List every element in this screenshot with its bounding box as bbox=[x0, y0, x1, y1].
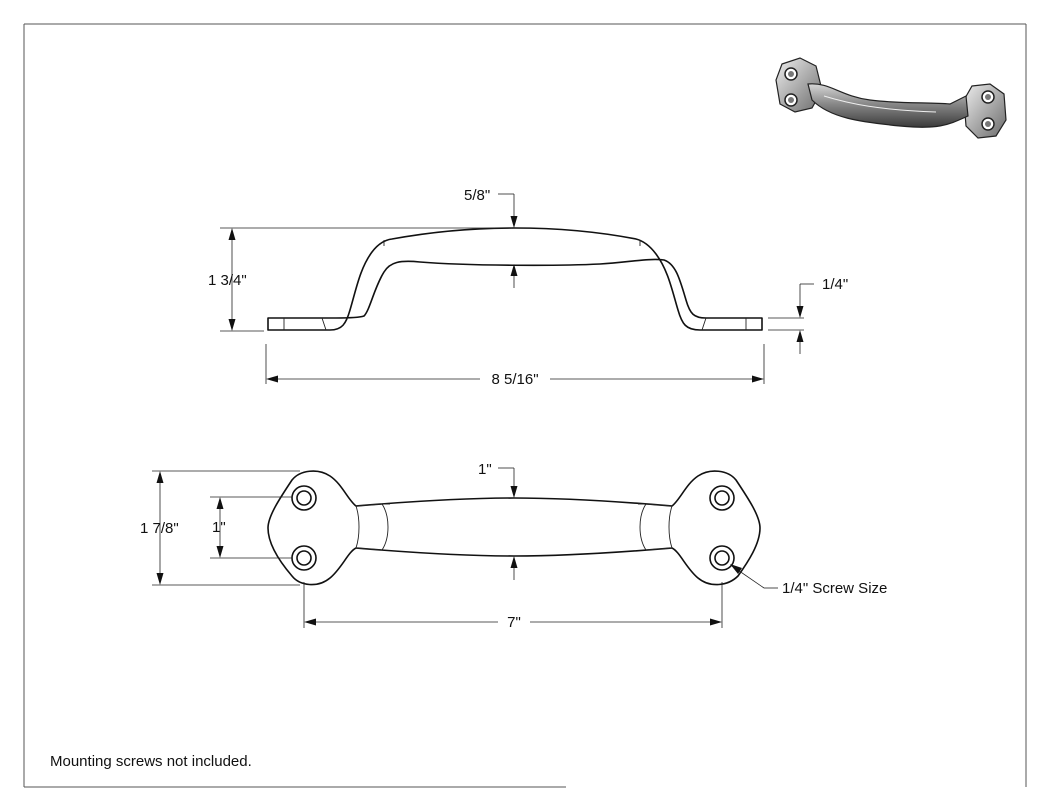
height-label: 1 3/4" bbox=[208, 272, 247, 289]
plate-width-label: 1 7/8" bbox=[140, 520, 179, 537]
grip-thickness-dimension: 5/8" bbox=[464, 187, 518, 288]
height-dimension: 1 3/4" bbox=[208, 227, 512, 332]
foot-thickness-dimension: 1/4" bbox=[768, 276, 848, 354]
hole-spacing-dimension: 1" bbox=[210, 496, 292, 559]
overall-length-dimension: 8 5/16" bbox=[265, 344, 765, 388]
screw-size-label: 1/4" Screw Size bbox=[782, 580, 887, 597]
hole-spacing-label: 1" bbox=[212, 519, 226, 536]
plate-width-dimension: 1 7/8" bbox=[140, 470, 300, 586]
sheet-frame bbox=[23, 23, 1027, 788]
hole-center-dimension: 7" bbox=[303, 582, 723, 631]
grip-width-dimension: 1" bbox=[478, 461, 518, 580]
footer-note: Mounting screws not included. bbox=[50, 753, 252, 770]
hole-center-label: 7" bbox=[507, 614, 521, 631]
grip-thickness-label: 5/8" bbox=[464, 187, 490, 204]
handle-3d-render-icon bbox=[775, 57, 1007, 139]
grip-width-label: 1" bbox=[478, 461, 492, 478]
screw-holes bbox=[291, 485, 735, 571]
side-view-handle-outline bbox=[267, 227, 763, 331]
overall-length-label: 8 5/16" bbox=[491, 371, 538, 388]
top-view: 1 7/8" 1" 1" 7" bbox=[140, 461, 887, 631]
screw-size-callout: 1/4" Screw Size bbox=[730, 564, 887, 597]
foot-thickness-label: 1/4" bbox=[822, 276, 848, 293]
side-view: 1 3/4" 5/8" 1/4" bbox=[208, 187, 848, 388]
